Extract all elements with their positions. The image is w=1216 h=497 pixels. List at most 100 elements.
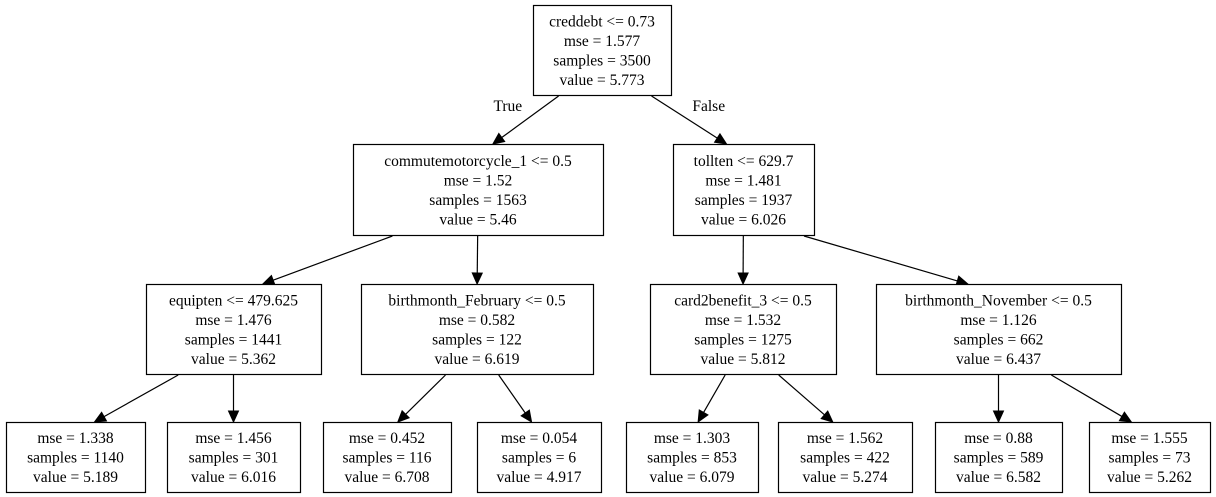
node-line: mse = 1.303 <box>654 430 731 447</box>
edge-n1-n3 <box>261 235 393 286</box>
node-line: samples = 1563 <box>429 192 527 209</box>
node-line: mse = 1.555 <box>1111 430 1188 447</box>
edge-arrowhead <box>520 409 533 423</box>
node-box <box>5 421 147 494</box>
node-line: mse = 1.532 <box>705 312 781 329</box>
tree-node-root: creddebt <= 0.73 mse = 1.577 samples = 350… <box>532 4 673 97</box>
edge-n2-n6 <box>803 235 970 287</box>
edge-line <box>405 374 446 415</box>
edge-n4-l4 <box>498 374 533 423</box>
node-line: value = 6.619 <box>435 351 520 368</box>
edge-n5-l6 <box>778 374 834 423</box>
node-line: value = 5.274 <box>803 469 888 486</box>
node-box <box>777 421 914 494</box>
edge-line <box>803 235 958 282</box>
edge-n1-n4 <box>471 235 484 286</box>
edge-arrowhead <box>737 272 749 286</box>
node-line: samples = 1937 <box>695 192 793 209</box>
node-box <box>672 143 816 237</box>
node-line: value = 4.917 <box>497 469 582 486</box>
edge-arrowhead <box>471 272 484 286</box>
nodes-layer: creddebt <= 0.73 mse = 1.577 samples = 350… <box>5 4 1212 494</box>
node-line: samples = 589 <box>954 450 1044 467</box>
node-line: value = 5.812 <box>701 351 786 368</box>
node-line: samples = 122 <box>432 331 522 348</box>
node-line: value = 5.262 <box>1107 469 1192 486</box>
node-line: samples = 1441 <box>185 331 282 348</box>
node-box <box>360 283 595 376</box>
edge-arrowhead <box>697 409 709 424</box>
node-line: samples = 3500 <box>553 52 651 69</box>
node-line: samples = 116 <box>342 450 431 467</box>
edge-arrowhead <box>93 411 108 423</box>
node-line: samples = 422 <box>800 450 890 467</box>
node-line: mse = 1.562 <box>807 430 883 447</box>
edge-root-n2: False <box>651 95 728 145</box>
tree-node-l7: mse = 0.88 samples = 589 value = 6.582 <box>934 421 1064 494</box>
edge-n3-l2 <box>227 375 240 424</box>
node-line: value = 6.708 <box>345 469 430 486</box>
node-box <box>166 421 302 494</box>
edge-label-false: False <box>692 98 725 115</box>
edge-line <box>778 374 825 416</box>
node-line: value = 6.582 <box>956 469 1041 486</box>
edge-arrowhead <box>396 409 411 423</box>
edge-n3-l1 <box>93 374 179 423</box>
node-line: samples = 1275 <box>694 331 792 348</box>
tree-node-n1: commutemotorcycle_1 <= 0.5 mse = 1.52 samp… <box>352 143 605 237</box>
tree-node-l4: mse = 0.054 samples = 6 value = 4.917 <box>476 421 603 494</box>
edge-n4-l3 <box>396 374 446 423</box>
node-line: value = 5.189 <box>33 469 118 486</box>
node-line: mse = 1.476 <box>195 312 272 329</box>
edge-arrowhead <box>820 410 834 423</box>
node-line: samples = 301 <box>189 450 279 467</box>
tree-node-l6: mse = 1.562 samples = 422 value = 5.274 <box>777 421 914 494</box>
edge-arrowhead <box>491 132 506 145</box>
node-box <box>352 143 605 237</box>
node-line: mse = 0.582 <box>439 312 515 329</box>
tree-node-l5: mse = 1.303 samples = 853 value = 6.079 <box>625 421 760 494</box>
node-box <box>934 421 1064 494</box>
edge-arrowhead <box>1118 411 1133 423</box>
node-line: value = 6.079 <box>650 469 735 486</box>
node-line: commutemotorcycle_1 <= 0.5 <box>384 153 572 170</box>
node-box <box>322 421 453 494</box>
edge-arrowhead <box>227 410 240 424</box>
node-line: mse = 1.456 <box>195 430 272 447</box>
edge-label-true: True <box>493 98 522 115</box>
node-line: value = 5.46 <box>439 211 516 228</box>
node-line: mse = 1.126 <box>960 312 1037 329</box>
node-line: mse = 1.577 <box>564 33 641 50</box>
edge-line <box>703 374 726 413</box>
node-line: mse = 1.338 <box>37 430 114 447</box>
node-box <box>625 421 760 494</box>
node-box <box>476 421 603 494</box>
tree-node-l3: mse = 0.452 samples = 116 value = 6.708 <box>322 421 453 494</box>
node-line: samples = 853 <box>647 450 737 467</box>
edge-n6-l8 <box>1051 374 1133 423</box>
node-line: mse = 1.52 <box>444 172 513 189</box>
node-box <box>145 283 323 376</box>
node-line: value = 5.362 <box>191 351 276 368</box>
node-box <box>649 283 838 376</box>
node-line: creddebt <= 0.73 <box>549 13 655 30</box>
node-box <box>875 283 1123 376</box>
edge-n6-l7 <box>992 375 1005 424</box>
node-line: samples = 6 <box>502 450 576 467</box>
node-line: equipten <= 479.625 <box>169 292 298 309</box>
node-line: birthmonth_February <= 0.5 <box>388 292 565 309</box>
node-line: mse = 0.054 <box>501 430 578 447</box>
edge-line <box>501 95 559 138</box>
node-line: samples = 662 <box>954 331 1044 348</box>
node-box <box>1088 421 1212 494</box>
edge-arrowhead <box>992 410 1005 424</box>
node-line: mse = 0.88 <box>964 430 1033 447</box>
node-line: value = 6.437 <box>956 351 1041 368</box>
edge-line <box>651 95 718 139</box>
node-line: mse = 0.452 <box>349 430 425 447</box>
